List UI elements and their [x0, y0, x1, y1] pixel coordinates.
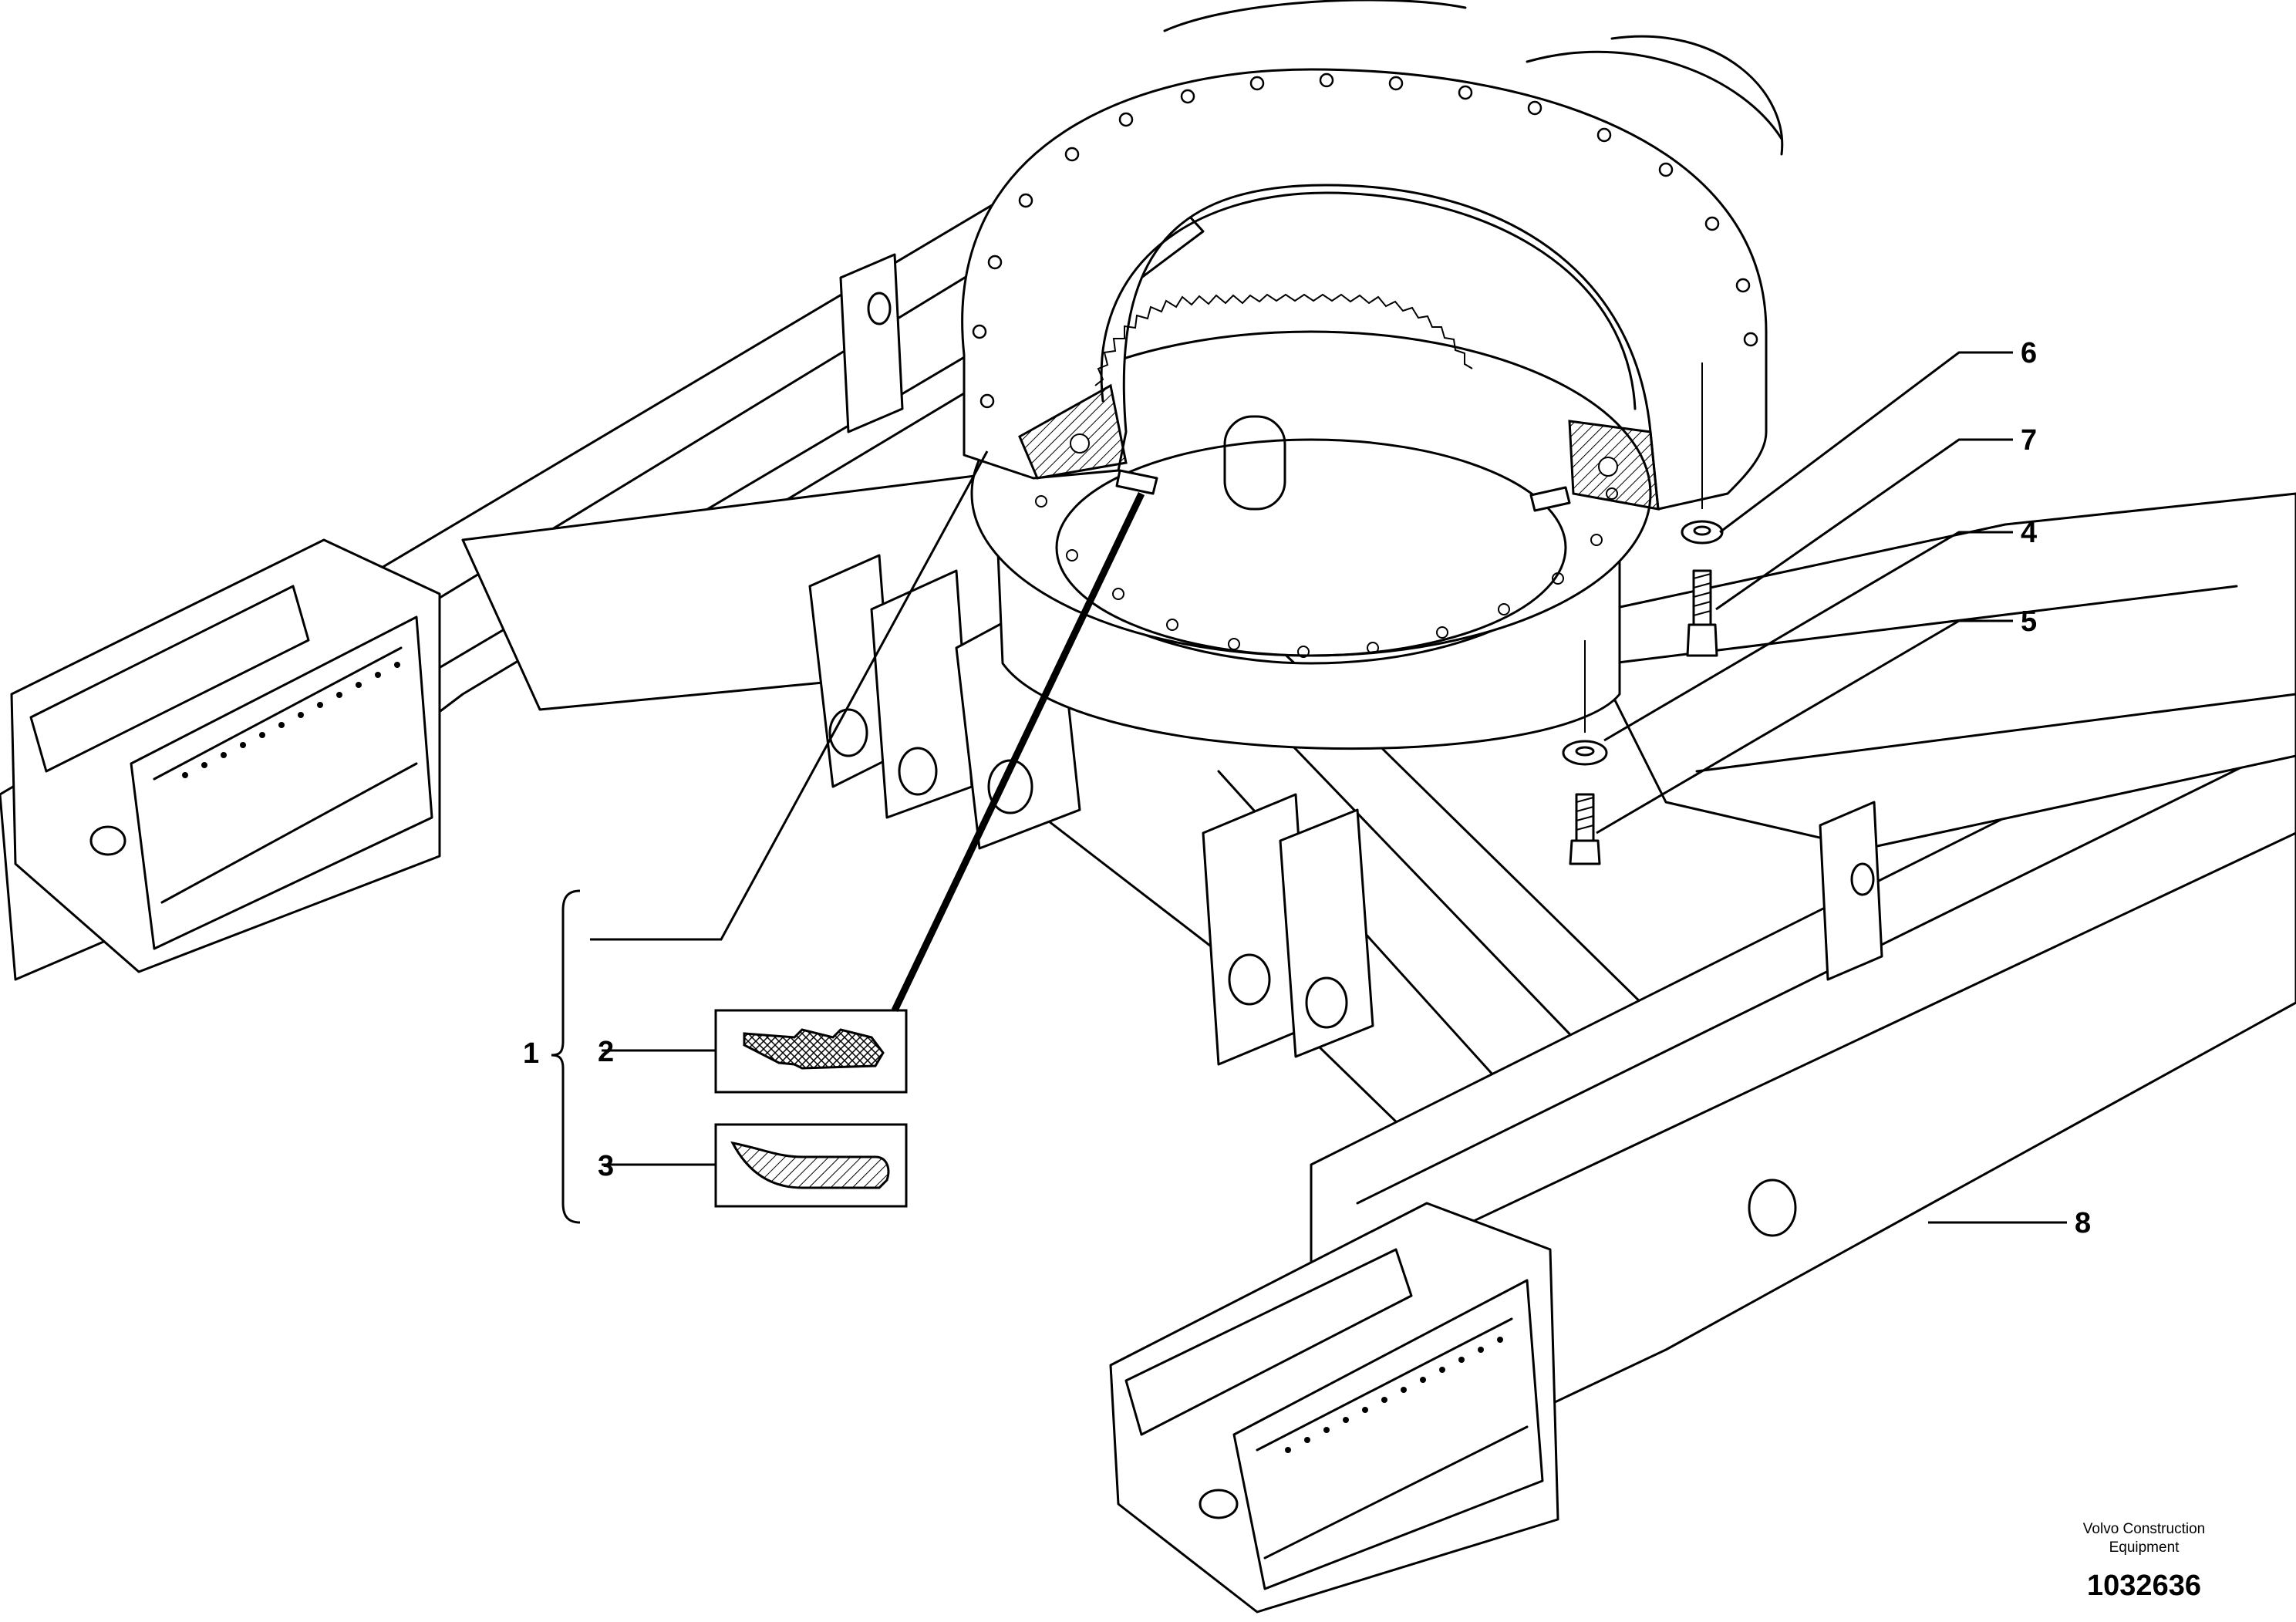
leader-lines [590, 351, 2067, 1224]
callout-1: 1 [523, 1037, 539, 1070]
left-track-frame-end [10, 538, 441, 973]
credit-line-2: Equipment [2109, 1539, 2180, 1556]
callout-6: 6 [2021, 337, 2037, 369]
washer-upper [1681, 363, 1724, 545]
credit-line-1: Volvo Construction [2083, 1521, 2205, 1537]
callout-2: 2 [598, 1036, 614, 1068]
seal-detail-box-2 [714, 1009, 908, 1094]
callout-3: 3 [598, 1150, 614, 1182]
mounting-lugs [808, 253, 1883, 1066]
callout-labels: 1 2 3 4 5 6 7 8 [523, 337, 2091, 1239]
group-bracket [551, 889, 581, 1224]
drawing-number: 1032636 [2087, 1570, 2201, 1602]
callout-5: 5 [2021, 605, 2037, 638]
right-track-frame-end [1109, 1202, 1559, 1614]
bolt-upper [1686, 569, 1718, 657]
bolt-lower [1569, 793, 1601, 865]
swing-ring-bearing [961, 68, 1768, 512]
callout-7: 7 [2021, 424, 2037, 457]
seal-detail-box-3 [714, 1123, 908, 1208]
footer-credit: Volvo Construction Equipment 1032636 [2083, 1521, 2205, 1602]
washer-lower [1562, 640, 1608, 766]
callout-8: 8 [2075, 1207, 2091, 1239]
callout-4: 4 [2021, 517, 2037, 549]
